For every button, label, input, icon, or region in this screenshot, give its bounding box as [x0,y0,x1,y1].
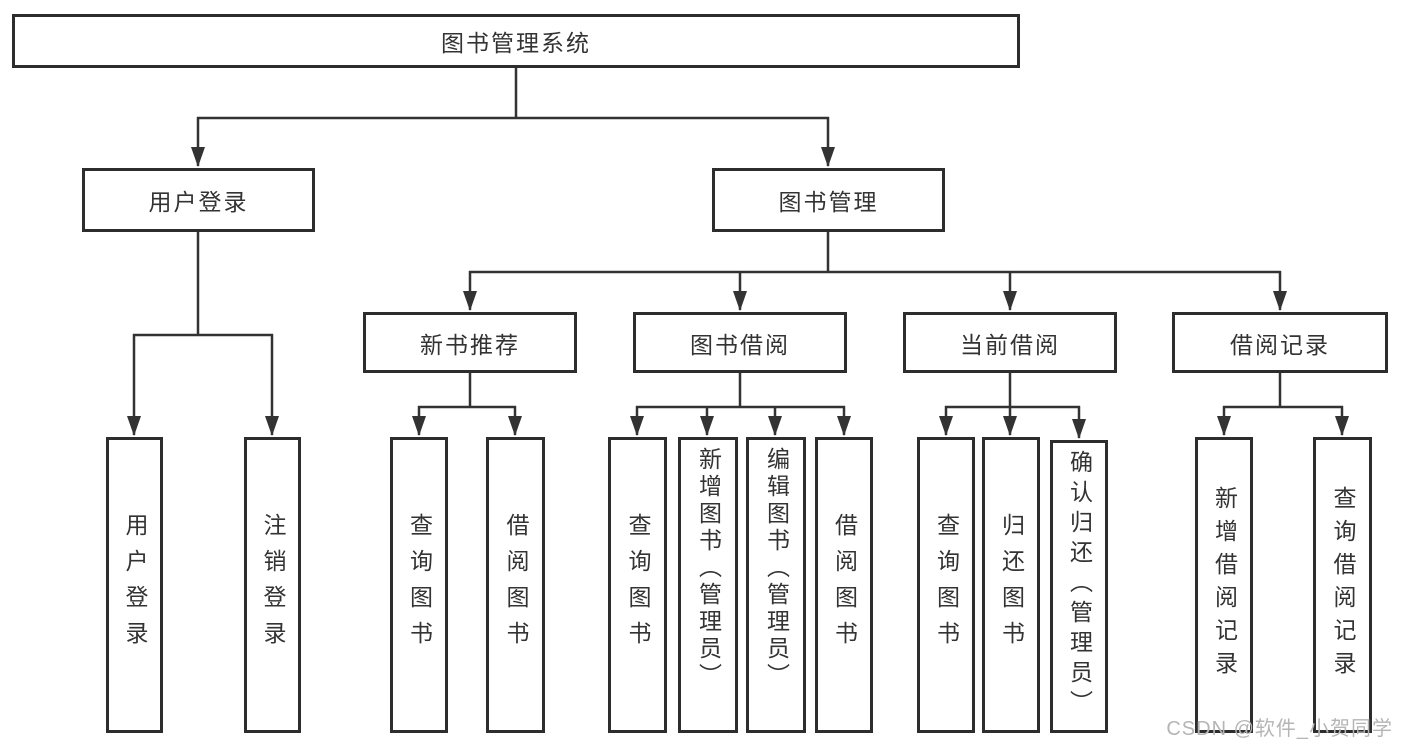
leaf-query-book-1-label: 查询图书 [406,513,433,657]
leaf-add-borrow-record: 新增借阅记录 [1195,437,1253,733]
connector-root-to-level2 [191,68,835,167]
leaf-return-book: 归还图书 [982,437,1040,733]
leaf-borrow-book-1-label: 借阅图书 [503,513,529,657]
node-current-borrow-label: 当前借阅 [960,331,1060,358]
node-root-label: 图书管理系统 [441,30,591,56]
leaf-confirm-return-admin: 确认归还（管理员） [1050,440,1108,733]
leaf-add-borrow-record-label: 新增借阅记录 [1211,486,1238,684]
node-book-borrow: 图书借阅 [633,312,847,373]
node-current-borrow: 当前借阅 [903,312,1117,373]
node-new-book-recommend: 新书推荐 [363,312,577,373]
leaf-confirm-return-admin-label: 确认归还（管理员） [1066,450,1093,720]
leaf-query-book-2-label: 查询图书 [625,513,651,657]
leaf-add-book-admin: 新增图书（管理员） [678,437,738,733]
node-borrow-records-label: 借阅记录 [1230,331,1330,358]
connector-borrow-records-to-leaves [1217,373,1349,436]
leaf-query-book-2: 查询图书 [608,437,667,733]
node-borrow-records: 借阅记录 [1172,312,1388,373]
connector-current-borrow-to-leaves [939,373,1086,439]
node-root: 图书管理系统 [12,14,1020,68]
leaf-query-borrow-record: 查询借阅记录 [1313,437,1372,733]
leaf-query-book-3: 查询图书 [917,437,975,733]
leaf-logout-label: 注销登录 [260,513,286,657]
leaf-borrow-book-2: 借阅图书 [815,437,873,733]
connector-book-borrow-to-leaves [630,373,851,436]
node-user-login-label: 用户登录 [148,189,249,215]
leaf-borrow-book-1: 借阅图书 [486,437,545,733]
connector-book-management-to-level3 [463,232,1287,311]
leaf-edit-book-admin-label: 编辑图书（管理员） [763,447,790,690]
leaf-return-book-label: 归还图书 [998,513,1025,657]
leaf-query-book-3-label: 查询图书 [933,513,960,657]
leaf-borrow-book-2-label: 借阅图书 [831,513,858,657]
leaf-logout: 注销登录 [244,437,301,733]
leaf-user-login-label: 用户登录 [122,513,148,657]
node-user-login: 用户登录 [82,168,315,232]
node-book-management: 图书管理 [712,168,945,232]
leaf-add-book-admin-label: 新增图书（管理员） [695,447,722,690]
node-book-management-label: 图书管理 [778,189,879,215]
node-book-borrow-label: 图书借阅 [690,331,790,358]
connector-new-book-recommend-to-leaves [412,373,522,436]
node-new-book-recommend-label: 新书推荐 [420,331,520,358]
connector-user-login-to-leaves [127,232,279,436]
csdn-watermark: CSDN @软件_小贺同学 [1166,718,1393,740]
leaf-query-book-1: 查询图书 [390,437,448,733]
leaf-query-borrow-record-label: 查询借阅记录 [1330,486,1356,684]
leaf-edit-book-admin: 编辑图书（管理员） [746,437,806,733]
leaf-user-login: 用户登录 [106,437,163,733]
